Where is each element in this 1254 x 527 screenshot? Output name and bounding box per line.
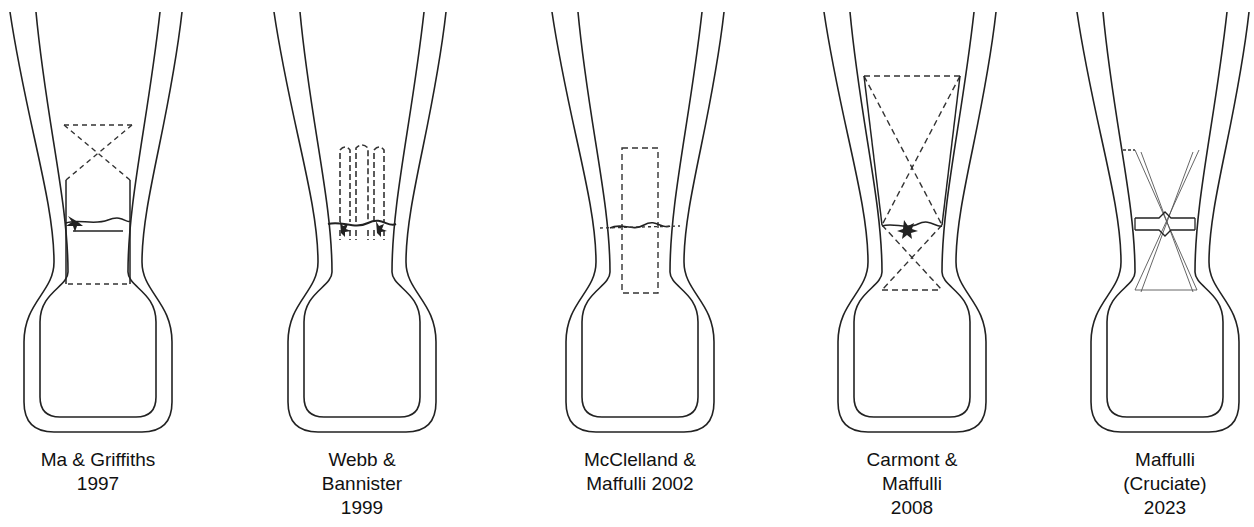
technique-caption: Maffulli (Cruciate) 2023 [1115, 448, 1215, 520]
technique-caption: Carmont & Maffulli 2008 [862, 448, 962, 520]
ma-griffiths-repair [10, 12, 182, 432]
carmont-maffulli-repair [824, 12, 996, 432]
technique-caption: McClelland & Maffulli 2002 [580, 448, 700, 496]
technique-caption: Ma & Griffiths 1997 [33, 448, 163, 496]
mcclelland-maffulli-repair [552, 12, 724, 432]
technique-caption: Webb & Bannister 1999 [307, 448, 417, 520]
webb-bannister-repair [274, 12, 446, 432]
maffulli-cruciate-repair [1077, 12, 1249, 432]
